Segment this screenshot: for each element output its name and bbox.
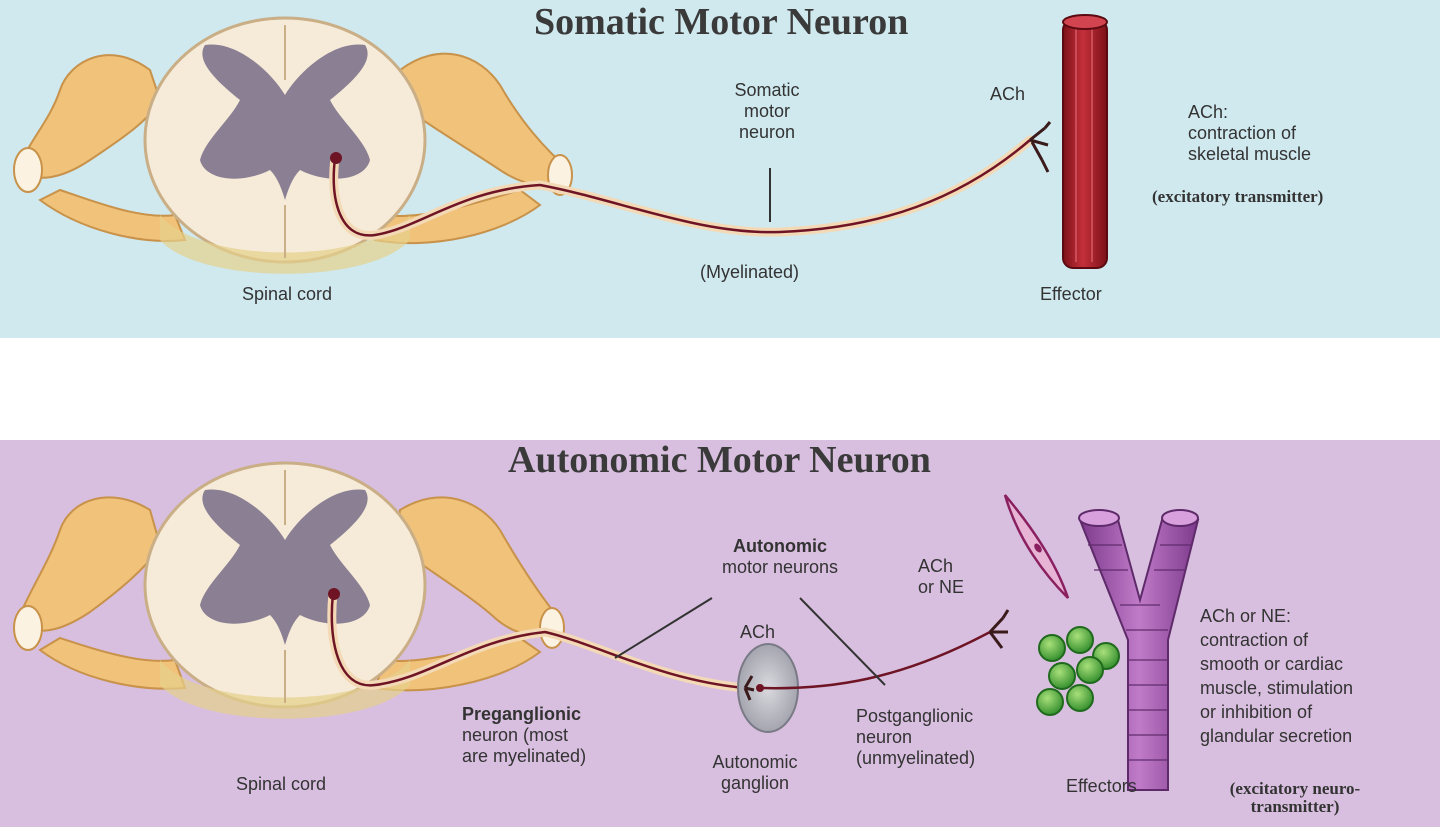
autonomic-effect-line2: contraction of [1200,630,1309,650]
autonomic-effect-line4: muscle, stimulation [1200,678,1354,698]
postganglionic-label: Postganglionic neuron (unmyelinated) [856,706,975,769]
somatic-axon-terminal [1029,121,1052,173]
ganglion-label: Autonomic ganglion [690,752,820,794]
preganglionic-label: Preganglionic neuron (most are myelinate… [462,704,586,767]
somatic-cell-body [330,152,342,164]
autonomic-neurons-label: Autonomic motor neurons [680,536,880,578]
somatic-effect-line1: ACh: [1188,102,1229,122]
preganglionic-cell-body [328,588,340,600]
somatic-effect-note: (excitatory transmitter) [1152,187,1324,206]
postganglionic-line1: Postganglionic [856,706,974,726]
postganglionic-line2: neuron [856,727,913,747]
preganglionic-axon-core [330,593,746,690]
root-end-left-b [13,605,43,651]
somatic-neuron-label-line1: Somatic [734,80,800,100]
autonomic-spinal-cord [13,461,565,719]
gland-cells [1036,626,1120,716]
ach-or-ne-line2: or NE [918,577,965,597]
skeletal-muscle [1062,14,1108,269]
pointer-postganglionic [799,597,886,686]
autonomic-effect-line6: glandular secretion [1200,726,1353,746]
autonomic-axon-terminal [988,609,1010,649]
smooth-muscle-cell [1003,494,1070,599]
autonomic-effect-note-line2: transmitter) [1250,797,1340,816]
somatic-title: Somatic Motor Neuron [534,1,909,43]
meninges-bottom-b [160,660,410,719]
ach-or-ne-line1: ACh [918,556,954,576]
gray-matter [200,44,370,201]
somatic-spinal-cord [13,16,573,274]
somatic-effect-text: ACh: contraction of skeletal muscle [1188,102,1311,165]
smooth-muscle-vessel [1078,509,1200,791]
effectors-label: Effectors [1066,776,1137,796]
ganglion-line2: ganglion [720,773,790,793]
ganglion-line1: Autonomic [712,752,798,772]
ventral-root-left-b [38,636,187,690]
preganglionic-title: Preganglionic [462,704,582,724]
autonomic-effect-text: ACh or NE: contraction of smooth or card… [1200,604,1353,748]
somatic-neuron-label-line2: motor [743,101,790,121]
somatic-axon-core [332,139,1031,237]
autonomic-effect-line5: or inhibition of [1200,702,1313,722]
ganglion-ach-label: ACh [740,622,776,642]
autonomic-effect-note: (excitatory neuro- transmitter) [1190,780,1400,816]
autonomic-effect-line1: ACh or NE: [1200,606,1292,626]
autonomic-neurons-line2: motor neurons [721,557,839,577]
autonomic-spinal-cord-label: Spinal cord [236,774,327,794]
somatic-effect-line3: skeletal muscle [1188,144,1312,164]
postganglionic-axon [759,630,991,690]
somatic-neuron-label: Somatic motor neuron [712,80,822,143]
dorsal-root-left-b [18,496,162,632]
autonomic-effect-line3: smooth or cardiac [1200,654,1344,674]
somatic-effect-line2: contraction of [1188,123,1297,143]
postganglionic-line3: (unmyelinated) [856,748,976,768]
meninges-bottom [160,215,410,274]
pointer-preganglionic [614,597,713,659]
somatic-neuron-label-line3: neuron [738,122,796,142]
autonomic-title: Autonomic Motor Neuron [508,439,931,481]
somatic-spinal-cord-label: Spinal cord [242,284,333,304]
somatic-effector-label: Effector [1040,284,1102,304]
root-end-left [13,147,43,193]
ach-or-ne-label: ACh or NE [918,556,964,598]
preganglionic-line2: neuron (most [462,725,569,745]
somatic-ach-label: ACh [990,84,1026,104]
ventral-root-left [38,188,187,242]
preganglionic-line3: are myelinated) [462,746,587,766]
autonomic-neurons-line1: Autonomic [733,536,827,556]
autonomic-effect-note-line1: (excitatory neuro- [1229,779,1361,798]
myelinated-label: (Myelinated) [700,262,800,282]
